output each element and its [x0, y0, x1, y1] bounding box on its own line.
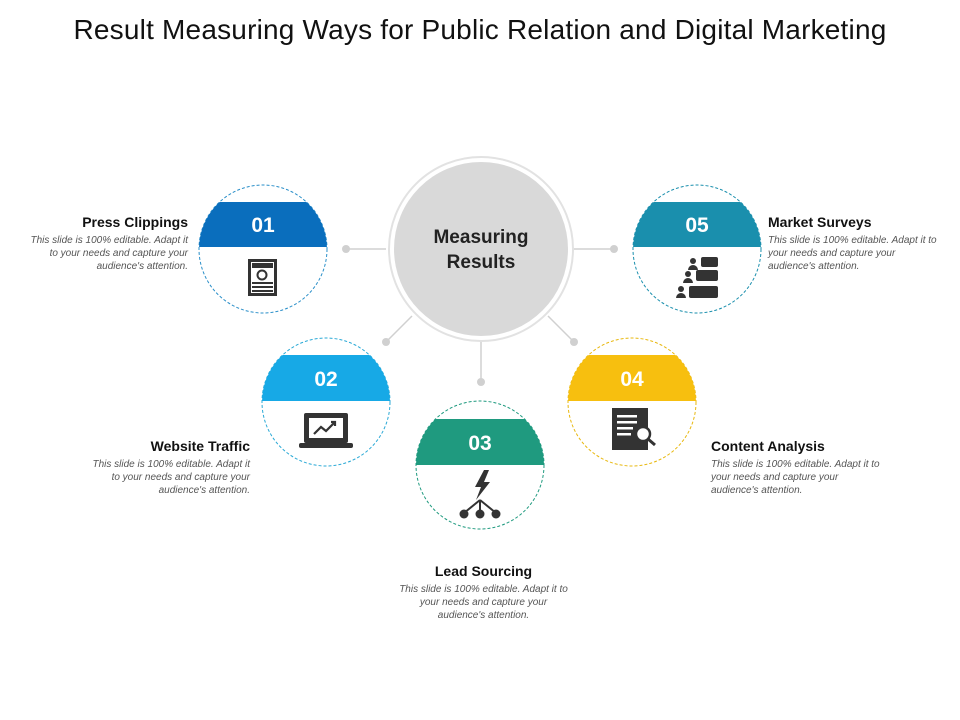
center-circle: Measuring Results	[388, 156, 574, 342]
newspaper-icon	[248, 259, 277, 296]
content-title: Content Analysis	[711, 438, 825, 454]
center-line-2: Results	[447, 252, 516, 273]
text-content-analysis: Content Analysis This slide is 100% edit…	[711, 438, 881, 497]
press-number: 01	[251, 214, 275, 237]
text-market-surveys: Market Surveys This slide is 100% editab…	[768, 214, 938, 273]
page-title: Result Measuring Ways for Public Relatio…	[73, 14, 887, 45]
lead-number: 03	[468, 432, 491, 455]
website-band	[262, 355, 390, 401]
connector-website	[385, 315, 413, 343]
market-title: Market Surveys	[768, 214, 872, 230]
node-website-traffic: 02	[261, 337, 391, 467]
connectors	[346, 248, 614, 382]
document-search-icon	[612, 408, 656, 450]
center-fill	[394, 162, 568, 336]
node-market-surveys: 05	[632, 184, 762, 314]
connector-dots	[342, 245, 618, 386]
text-lead-sourcing: Lead Sourcing This slide is 100% editabl…	[396, 563, 571, 622]
lead-title: Lead Sourcing	[434, 563, 533, 579]
node-press-clippings: 01	[198, 184, 328, 314]
connector-content	[547, 315, 575, 343]
center-line-1: Measuring	[433, 227, 528, 248]
content-desc: This slide is 100% editable. Adapt it to…	[711, 459, 880, 496]
website-number: 02	[314, 368, 337, 391]
press-title: Press Clippings	[82, 214, 188, 230]
content-number: 04	[620, 368, 644, 391]
text-press-clippings: Press Clippings This slide is 100% edita…	[0, 214, 189, 273]
website-desc: This slide is 100% editable. Adapt it to…	[92, 459, 251, 496]
market-desc: This slide is 100% editable. Adapt it to…	[768, 235, 937, 272]
lead-desc: This slide is 100% editable. Adapt it to…	[399, 584, 568, 621]
laptop-trend-icon	[299, 413, 353, 448]
website-title: Website Traffic	[150, 438, 250, 454]
press-band	[199, 202, 327, 247]
node-lead-sourcing: 03	[415, 400, 545, 530]
survey-people-icon	[676, 257, 718, 298]
market-number: 05	[685, 214, 709, 237]
text-website-traffic: Website Traffic This slide is 100% edita…	[50, 438, 251, 497]
press-desc: This slide is 100% editable. Adapt it to…	[30, 235, 189, 272]
lead-band	[416, 419, 544, 465]
lightning-network-icon	[459, 470, 501, 519]
market-band	[633, 202, 761, 247]
content-band	[568, 355, 696, 401]
node-content-analysis: 04	[567, 337, 697, 467]
